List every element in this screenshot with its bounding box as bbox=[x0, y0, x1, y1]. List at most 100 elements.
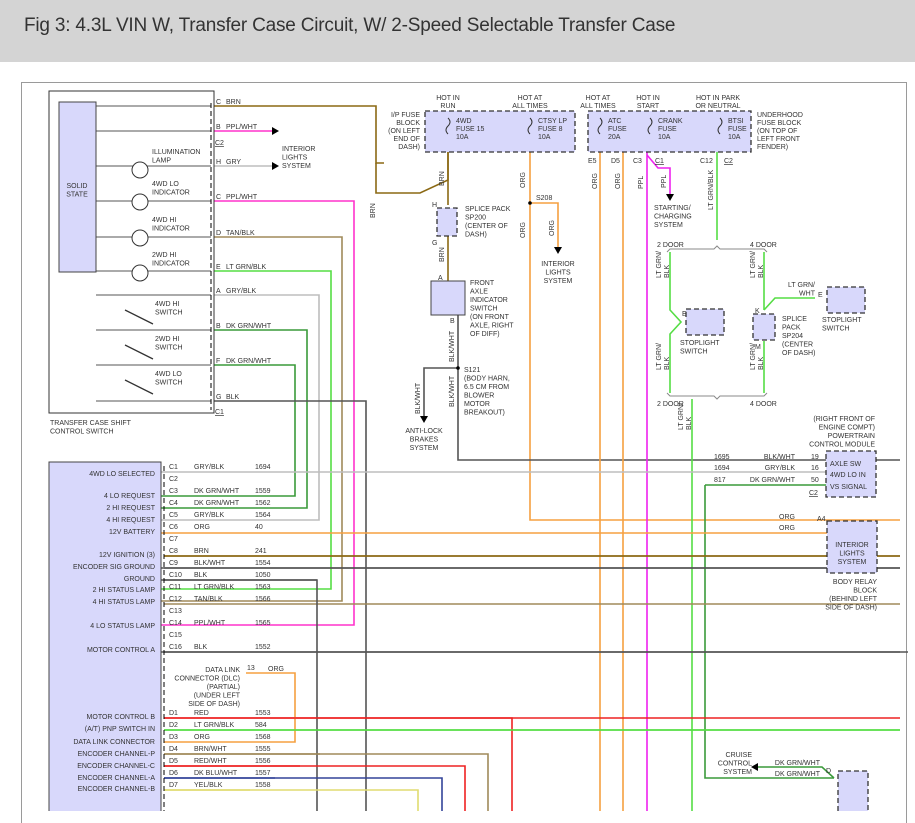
module-pin-function: 4 HI REQUEST bbox=[106, 517, 155, 524]
module-pin-function: DATA LINK CONNECTOR bbox=[73, 739, 155, 746]
splice-pack-sp200 bbox=[436, 207, 458, 237]
pcm-module bbox=[825, 450, 877, 498]
front-axle-switch bbox=[430, 280, 466, 316]
sp204-pin-m: M bbox=[755, 344, 761, 351]
fuse-icon bbox=[445, 117, 451, 135]
wire-label-org: ORG bbox=[779, 514, 795, 521]
switch-pin-label: A bbox=[216, 288, 221, 295]
ip-fuse-block-label: (ON LEFT bbox=[388, 128, 421, 135]
body-relay-pin: A4 bbox=[817, 516, 826, 523]
fuse-name-label: CRANK bbox=[658, 118, 683, 125]
body-relay-inner-label: INTERIOR bbox=[835, 542, 868, 549]
underhood-fuse-block-label: (ON TOP OF bbox=[757, 128, 797, 135]
module-wire-label: TAN/BLK bbox=[194, 596, 223, 603]
module-pin: C6 bbox=[169, 524, 178, 531]
axle-switch-label: AXLE, RIGHT bbox=[470, 323, 514, 330]
module-pin: C11 bbox=[169, 584, 181, 591]
s121-label: BLOWER bbox=[464, 393, 494, 400]
switch-wire-label: BLK bbox=[226, 394, 240, 401]
stoplight-switch-4door bbox=[826, 286, 866, 314]
axle-switch-label: FRONT bbox=[470, 280, 495, 287]
module-wire-label: ORG bbox=[194, 734, 210, 741]
sp200-label: SP200 bbox=[465, 215, 486, 222]
wire-label-org: ORG bbox=[592, 173, 599, 189]
switch-label: SWITCH bbox=[155, 310, 183, 317]
module-pin: C12 bbox=[169, 596, 182, 603]
shift-switch-housing bbox=[48, 90, 215, 414]
starting-charging-label: STARTING/ bbox=[654, 205, 691, 212]
module-pin-function: ENCODER CHANNEL-C bbox=[77, 763, 155, 770]
axle-switch-label: OF DIFF) bbox=[470, 331, 500, 338]
stoplight-switch-2door bbox=[685, 308, 725, 336]
module-pin: C1 bbox=[169, 464, 178, 471]
wire-gry-blk bbox=[160, 294, 320, 521]
module-circuit-label: 1566 bbox=[255, 596, 271, 603]
module-circuit-label: 1568 bbox=[255, 734, 271, 741]
harness-bracket bbox=[666, 245, 768, 253]
module-circuit-label: 1557 bbox=[255, 770, 271, 777]
module-pin: C5 bbox=[169, 512, 178, 519]
pcm-location-label: CONTROL MODULE bbox=[809, 442, 875, 449]
wire-ppl-starting bbox=[646, 154, 671, 195]
starting-charging-label: SYSTEM bbox=[654, 222, 683, 229]
stoplight-switch-label: SWITCH bbox=[822, 326, 850, 333]
arrow-down-icon bbox=[666, 194, 674, 201]
axle-pin-b: B bbox=[450, 318, 455, 325]
starting-charging-label: CHARGING bbox=[654, 214, 692, 221]
dlc-label: (PARTIAL) bbox=[207, 684, 240, 691]
harness-bracket bbox=[666, 392, 768, 400]
anti-lock-label: ANTI-LOCK bbox=[405, 428, 443, 435]
pcm-circuit: 817 bbox=[714, 477, 726, 484]
anti-lock-label: SYSTEM bbox=[410, 445, 439, 452]
module-pin: C7 bbox=[169, 536, 178, 543]
door4-label: 4 DOOR bbox=[750, 242, 777, 249]
cruise-module bbox=[837, 770, 869, 811]
wire-label: BLK bbox=[664, 356, 671, 370]
module-wire-label: LT GRN/BLK bbox=[194, 584, 235, 591]
switch-pin-label: G bbox=[216, 394, 221, 401]
switch-wire-label: GRY bbox=[226, 159, 241, 166]
axle-pin-a: A bbox=[438, 275, 443, 282]
wire-label-brn: BRN bbox=[439, 171, 446, 186]
underhood-fuse-block-label: FENDER) bbox=[757, 144, 788, 151]
wire-lt-grn-blk-2door bbox=[669, 252, 683, 393]
module-pin-function: MOTOR CONTROL B bbox=[87, 714, 156, 721]
illumination-lamp-icon bbox=[131, 161, 149, 179]
splice-dot-icon bbox=[456, 366, 460, 370]
fuse-name-label: FUSE 8 bbox=[538, 126, 563, 133]
shift-switch-caption: CONTROL SWITCH bbox=[50, 429, 114, 436]
stoplight-pin-e: E bbox=[818, 292, 823, 299]
switch-wire-label: LT GRN/BLK bbox=[226, 264, 267, 271]
module-pin: C14 bbox=[169, 620, 182, 627]
module-pin-function: 4 LO STATUS LAMP bbox=[90, 623, 155, 630]
wire-org-interior bbox=[530, 202, 559, 248]
module-pin-function: ENCODER SIG GROUND bbox=[73, 564, 155, 571]
switch-wire-label: GRY/BLK bbox=[226, 288, 257, 295]
switch-label: 4WD LO bbox=[155, 371, 182, 378]
body-relay-label: SIDE OF DASH) bbox=[825, 605, 877, 612]
fuse-hot-label: START bbox=[637, 103, 660, 110]
fuse-name-label: FUSE bbox=[658, 126, 677, 133]
lamp-label: INDICATOR bbox=[152, 261, 190, 268]
module-pin-function: (A/T) PNP SWITCH IN bbox=[85, 726, 155, 733]
fuse-name-label: ATC bbox=[608, 118, 621, 125]
lamp-label: LAMP bbox=[152, 158, 171, 165]
dlc-wire-label: ORG bbox=[268, 666, 284, 673]
fuse-hot-label: ALL TIMES bbox=[580, 103, 616, 110]
module-pin-function: GROUND bbox=[124, 576, 155, 583]
fuse-name-label: FUSE bbox=[608, 126, 627, 133]
module-circuit-label: 1694 bbox=[255, 464, 271, 471]
switch-wire-label: BRN bbox=[226, 99, 241, 106]
switch-pin-label: B bbox=[216, 124, 221, 131]
switch-wire-label: PPL/WHT bbox=[226, 124, 258, 131]
ip-fuse-block-label: I/P FUSE bbox=[391, 112, 420, 119]
stoplight-switch-label: STOPLIGHT bbox=[822, 317, 862, 324]
wire-label-ppl: PPL bbox=[638, 176, 645, 189]
module-pin: D4 bbox=[169, 746, 178, 753]
module-pin: D2 bbox=[169, 722, 178, 729]
sp200-label: DASH) bbox=[465, 232, 487, 239]
wire-org-ctsy bbox=[529, 152, 900, 521]
wire-brn-wht-d4 bbox=[164, 753, 489, 811]
fuse-name-label: CTSY LP bbox=[538, 118, 567, 125]
switch-contact-icon bbox=[124, 379, 154, 395]
